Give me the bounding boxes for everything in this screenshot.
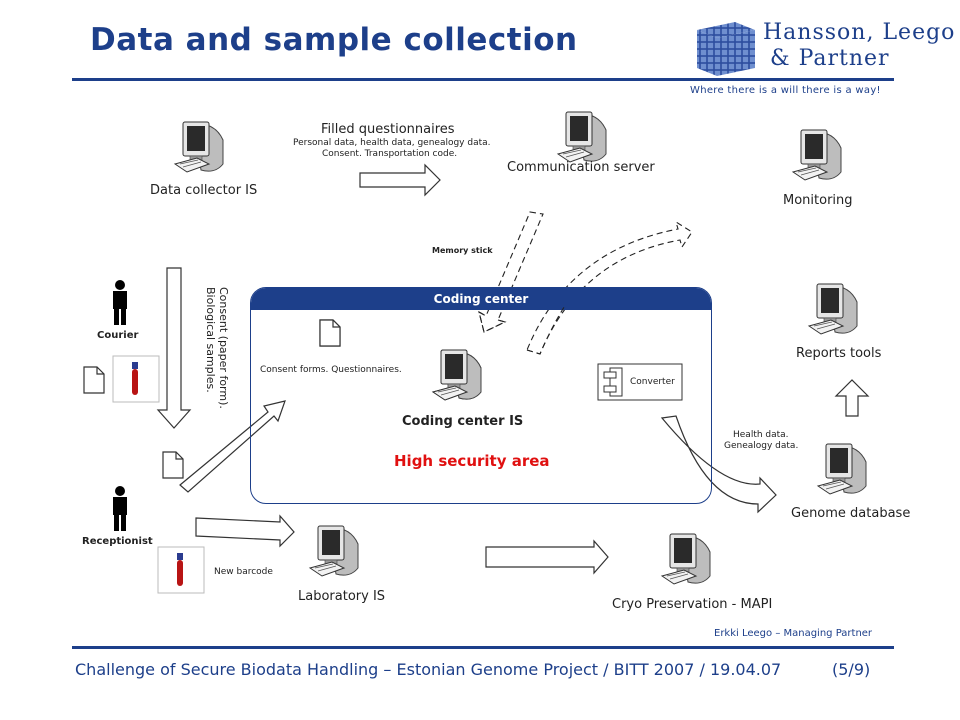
questionnaire-details-line1: Personal data, health data, genealogy da… — [293, 138, 491, 148]
memory-stick-arrow-down — [478, 211, 544, 333]
questionnaires-arrow — [359, 163, 441, 197]
questionnaire-details-line2: Consent. Transportation code. — [322, 149, 458, 159]
reports-tools-computer-icon — [808, 283, 858, 335]
coding-center-is-label: Coding center IS — [402, 414, 524, 429]
lab-transfer-arrow — [195, 514, 295, 548]
communication-server-label: Communication server — [507, 160, 655, 175]
health-data-line1: Health data. — [733, 430, 789, 440]
header-divider — [72, 78, 894, 81]
laboratory-label: Laboratory IS — [298, 589, 386, 604]
receptionist-person-icon — [113, 486, 127, 531]
data-collector-computer-icon — [174, 121, 224, 173]
coding-center-panel: Coding center — [250, 287, 712, 504]
receptionist-label: Receptionist — [82, 536, 153, 547]
converter-label: Converter — [630, 377, 675, 387]
logo-text-line1: Hansson, Leego — [763, 20, 956, 45]
reports-up-arrow — [834, 379, 870, 417]
receptionist-sample-vial-icon — [157, 546, 205, 594]
page-title: Data and sample collection — [90, 22, 578, 58]
consent-forms-label: Consent forms. Questionnaires. — [260, 365, 402, 375]
genome-database-label: Genome database — [791, 506, 911, 521]
courier-document-icon — [83, 366, 105, 394]
monitoring-computer-icon — [792, 129, 842, 181]
reports-tools-label: Reports tools — [796, 346, 882, 361]
courier-label: Courier — [97, 330, 139, 341]
tagline: Where there is a will there is a way! — [690, 85, 881, 96]
cryo-preservation-computer-icon — [661, 533, 711, 585]
high-security-label: High security area — [394, 452, 550, 470]
health-data-arrow — [660, 415, 777, 514]
presenter-credit: Erkki Leego – Managing Partner — [714, 628, 873, 639]
coding-center-title: Coding center — [251, 288, 711, 310]
consent-paper-line2: Biological samples. — [204, 287, 217, 393]
data-collector-label: Data collector IS — [150, 183, 258, 198]
genome-database-computer-icon — [817, 443, 867, 495]
logo-text-line2: & Partner — [770, 46, 890, 71]
cryo-transfer-arrow — [485, 539, 609, 575]
laboratory-computer-icon — [309, 525, 359, 577]
courier-sample-vial-icon — [112, 355, 160, 403]
health-data-line2: Genealogy data. — [724, 441, 799, 451]
cryo-preservation-label: Cryo Preservation - MAPI — [612, 597, 773, 612]
consent-paper-line1: Consent (paper form). — [217, 287, 230, 409]
courier-person-icon — [113, 280, 127, 325]
communication-server-computer-icon — [557, 111, 607, 163]
memory-stick-label: Memory stick — [432, 246, 493, 255]
page-number: (5/9) — [832, 660, 871, 679]
monitoring-label: Monitoring — [783, 193, 853, 208]
footer-divider — [72, 646, 894, 649]
filled-questionnaires-label: Filled questionnaires — [321, 122, 455, 137]
consent-paper-label: Consent (paper form). Biological samples… — [204, 287, 230, 409]
consent-document-icon — [162, 451, 184, 479]
new-barcode-label: New barcode — [214, 567, 273, 577]
footer-text: Challenge of Secure Biodata Handling – E… — [75, 660, 782, 679]
consent-to-coding-arrow — [179, 400, 286, 493]
consent-samples-arrow — [156, 267, 192, 429]
